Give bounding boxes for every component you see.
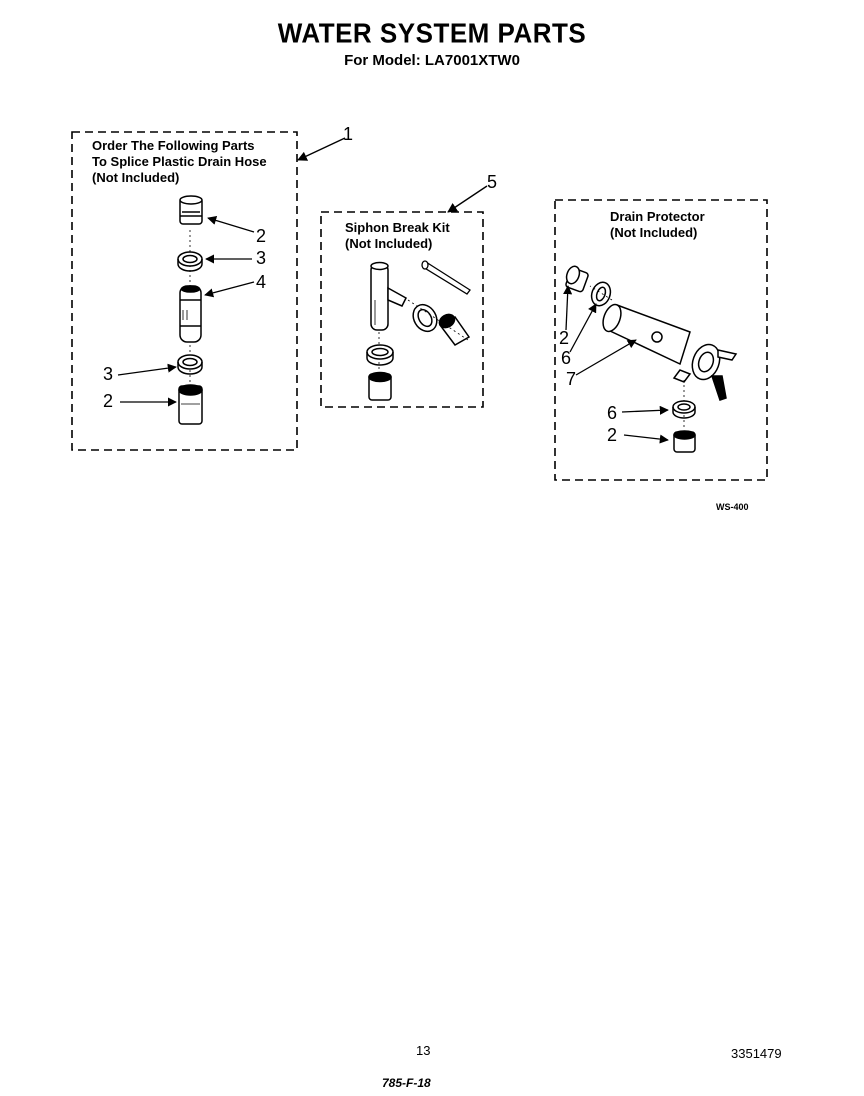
coupling-bottom-part: [178, 384, 203, 425]
coupling-top-part: [179, 195, 203, 225]
splice-kit-label-line-2: To Splice Plastic Drain Hose: [92, 154, 267, 169]
document-number: 3351479: [731, 1046, 782, 1061]
callout-drain-2-lower: 2: [607, 425, 618, 445]
page-number: 13: [416, 1043, 431, 1058]
clamp-top-part: [177, 251, 203, 272]
siphon-kit-label-line-2: (Not Included): [345, 236, 433, 251]
connector-part: [179, 285, 202, 343]
siphon-kit-label: Siphon Break Kit (Not Included): [345, 220, 450, 252]
leader-group-5: [447, 185, 488, 213]
page-title: WATER SYSTEM PARTS: [277, 17, 587, 49]
siphon-tee-part: [370, 261, 407, 331]
figure-ref-code: WS-400: [716, 502, 749, 512]
handwritten-note: 785-F-18: [382, 1076, 431, 1090]
drain-clamp-lower-part: [672, 400, 696, 419]
siphon-kit-box: [320, 211, 484, 408]
callout-drain-6-upper: 6: [561, 348, 572, 368]
callout-drain-6-lower: 6: [607, 403, 618, 423]
siphon-pin-part: [421, 260, 471, 295]
drain-protector-label-line-1: Drain Protector: [610, 209, 705, 224]
drain-protector-label-line-2: (Not Included): [610, 225, 698, 240]
splice-kit-label-line-1: Order The Following Parts: [92, 138, 255, 153]
model-subtitle: For Model: LA7001XTW0: [344, 52, 520, 69]
drain-protector-label: Drain Protector (Not Included): [610, 209, 705, 241]
splice-kit-box: [71, 131, 298, 451]
siphon-lower-coupling-part: [368, 371, 392, 401]
callout-group-1: 1: [343, 124, 354, 144]
callout-splice-top-2: 2: [256, 226, 267, 246]
callout-splice-bottom-2: 2: [103, 391, 114, 411]
drain-body-part: [602, 303, 738, 401]
callout-drain-7: 7: [566, 369, 577, 389]
drain-coupling-lower-part: [673, 430, 696, 453]
splice-kit-label-line-3: (Not Included): [92, 170, 180, 185]
callout-splice-4: 4: [256, 272, 267, 292]
siphon-clamp-part: [412, 303, 438, 333]
drain-protector-box: [554, 199, 768, 481]
siphon-kit-label-line-1: Siphon Break Kit: [345, 220, 450, 235]
callout-splice-top-3: 3: [256, 248, 267, 268]
leader-group-1: [297, 137, 346, 161]
drain-clamp-upper-part: [590, 281, 612, 307]
callout-drain-2-upper: 2: [559, 328, 570, 348]
siphon-lower-clamp-part: [366, 344, 394, 366]
splice-kit-label: Order The Following Parts To Splice Plas…: [92, 138, 267, 186]
clamp-bottom-part: [177, 354, 203, 375]
callout-group-5: 5: [487, 172, 498, 192]
siphon-adapter-part: [438, 313, 471, 346]
callout-splice-bottom-3: 3: [103, 364, 114, 384]
